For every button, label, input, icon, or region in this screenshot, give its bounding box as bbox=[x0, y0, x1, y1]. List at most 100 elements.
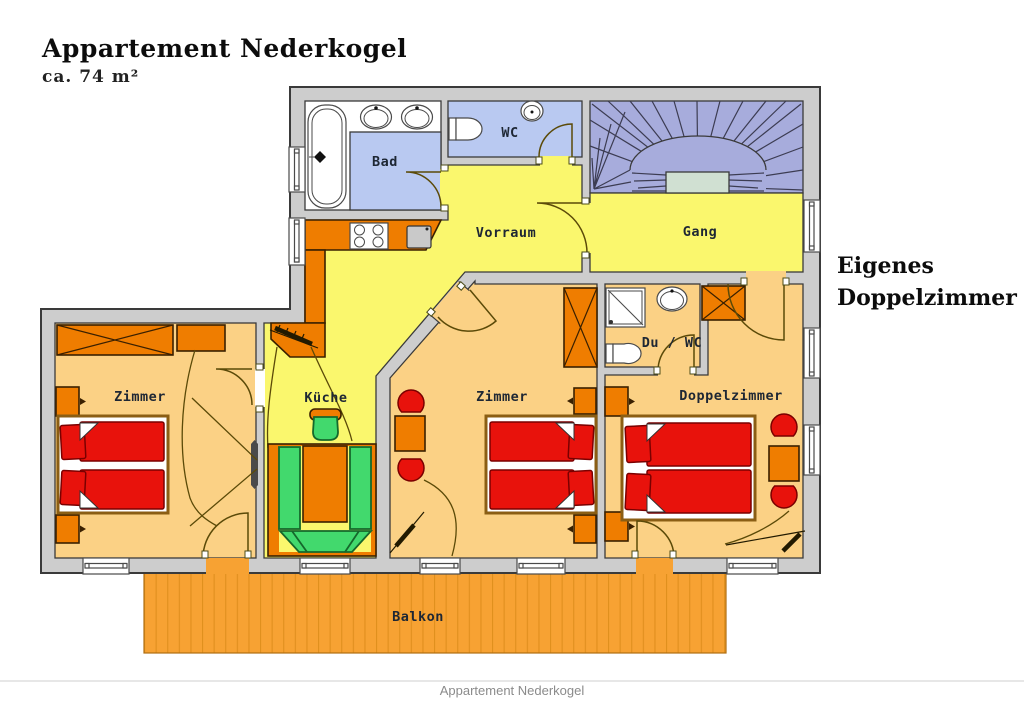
doppelzimmer-radiator bbox=[725, 530, 806, 553]
path-shape bbox=[591, 111, 632, 190]
door-duwc bbox=[653, 334, 697, 376]
door-wc bbox=[535, 123, 576, 166]
mirror bbox=[251, 440, 258, 489]
path-shape bbox=[657, 334, 695, 372]
rect-shape bbox=[605, 343, 614, 364]
page-footer: Appartement Nederkogel bbox=[0, 680, 1024, 698]
rect-shape bbox=[535, 156, 543, 165]
rect-shape bbox=[808, 202, 815, 250]
rect-shape bbox=[343, 562, 349, 569]
path-shape bbox=[631, 172, 765, 192]
path-shape bbox=[629, 523, 635, 530]
duwc-toilet bbox=[605, 342, 642, 365]
window bbox=[288, 146, 306, 193]
kitchen-sink bbox=[406, 225, 432, 249]
bench-right bbox=[349, 446, 372, 530]
path-shape bbox=[56, 324, 174, 356]
stair-first-steps bbox=[591, 111, 632, 190]
line-shape bbox=[269, 329, 319, 349]
rect-shape bbox=[636, 558, 673, 574]
wc-toilet-tank bbox=[448, 117, 457, 141]
rect-shape bbox=[293, 185, 300, 191]
door-bad bbox=[405, 164, 449, 212]
rect-shape bbox=[293, 148, 300, 154]
shower-diagonal bbox=[607, 289, 644, 326]
rect-shape bbox=[302, 562, 348, 569]
rect-shape bbox=[84, 562, 90, 569]
circle-shape bbox=[354, 224, 365, 236]
kitchen-deco-line2 bbox=[310, 346, 353, 442]
table-chairs-middle bbox=[394, 389, 426, 482]
bathtub bbox=[307, 104, 347, 209]
side-note-line2: Doppelzimmer bbox=[837, 285, 1017, 311]
doppelzimmer-furniture bbox=[604, 285, 806, 553]
rect-shape bbox=[558, 562, 564, 569]
kitchen-counter bbox=[266, 219, 443, 449]
kitchen-chair bbox=[309, 408, 342, 441]
duwc-sink bbox=[656, 286, 688, 312]
window bbox=[288, 217, 306, 266]
path-shape bbox=[312, 416, 339, 441]
path-shape bbox=[202, 512, 249, 559]
rect-shape bbox=[59, 423, 87, 461]
door-zimmer-left bbox=[215, 363, 265, 413]
path-shape bbox=[181, 349, 218, 527]
wardrobe-doppel bbox=[701, 285, 746, 321]
table bbox=[394, 415, 426, 452]
balcony bbox=[143, 572, 727, 654]
rect-shape bbox=[808, 245, 815, 251]
line-shape bbox=[725, 530, 806, 546]
path-shape bbox=[189, 397, 258, 527]
window bbox=[516, 557, 566, 575]
rect-shape bbox=[453, 562, 459, 569]
door-balcony-doppel bbox=[631, 520, 677, 574]
rect-shape bbox=[808, 371, 815, 377]
kitchen-radiator bbox=[269, 324, 319, 349]
rect-shape bbox=[728, 562, 734, 569]
circle-shape bbox=[372, 236, 384, 248]
staircase bbox=[589, 100, 804, 194]
path-shape bbox=[629, 398, 635, 405]
nightstand bbox=[55, 386, 86, 417]
path-shape bbox=[215, 368, 253, 406]
kitchen-bench-group bbox=[267, 408, 377, 557]
rect-shape bbox=[808, 427, 815, 473]
label-zimmer-left: Zimmer bbox=[114, 389, 166, 405]
path-shape bbox=[80, 525, 86, 533]
path-shape bbox=[554, 422, 575, 442]
ellipse-shape bbox=[400, 104, 434, 130]
circle-shape bbox=[372, 224, 384, 236]
rect-shape bbox=[567, 469, 595, 507]
zimmer-middle-radiator bbox=[389, 511, 425, 554]
chair bbox=[397, 389, 425, 413]
rect-shape bbox=[771, 562, 777, 569]
rect-shape bbox=[85, 562, 127, 569]
path-shape bbox=[80, 398, 86, 405]
stair-landing bbox=[665, 171, 730, 194]
path-shape bbox=[727, 283, 785, 341]
rect-shape bbox=[746, 271, 786, 285]
rect-shape bbox=[808, 330, 815, 376]
stair-treads-inner bbox=[631, 172, 765, 192]
room-gang-floor bbox=[589, 192, 804, 273]
chair bbox=[397, 458, 425, 482]
table-chairs-doppel bbox=[768, 413, 800, 509]
rect-shape bbox=[422, 562, 458, 569]
path-shape bbox=[429, 281, 470, 324]
room-labels: Bad WC Vorraum Gang Zimmer Küche Zimmer … bbox=[114, 125, 782, 625]
rect-shape bbox=[206, 558, 249, 574]
path-shape bbox=[646, 493, 667, 513]
door-zimmer-middle bbox=[426, 280, 498, 332]
rect-shape bbox=[604, 386, 629, 417]
rect-shape bbox=[624, 472, 652, 512]
bed-middle bbox=[484, 414, 598, 515]
page-subtitle: ca. 74 m² bbox=[42, 67, 139, 87]
label-balkon: Balkon bbox=[392, 609, 444, 625]
rect-shape bbox=[808, 329, 815, 335]
footer-text: Appartement Nederkogel bbox=[440, 683, 585, 698]
window bbox=[82, 557, 130, 575]
path-shape bbox=[701, 285, 746, 321]
wc-sink bbox=[520, 100, 544, 122]
rect-shape bbox=[567, 423, 595, 461]
rect-shape bbox=[55, 386, 80, 417]
